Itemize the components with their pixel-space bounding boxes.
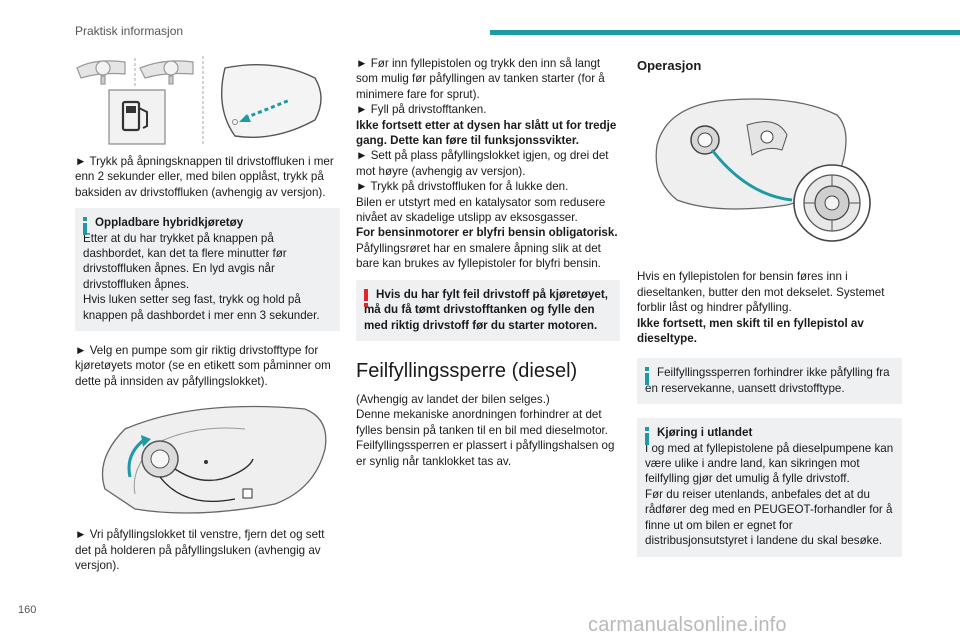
fuel-door-panel — [220, 64, 322, 138]
fuel-button-icon — [108, 89, 166, 145]
fuel-cap-illustration — [75, 399, 340, 519]
info-note-abroad: Kjøring i utlandet I og med at fyllepist… — [637, 418, 902, 557]
arrow-icon — [244, 98, 291, 120]
note-text: Etter at du har trykket på knappen på da… — [83, 231, 287, 291]
note-title: Kjøring i utlandet — [657, 426, 753, 440]
info-note-reserve: Feilfyllingssperren forhindrer ikke påfy… — [637, 358, 902, 405]
paragraph: ► Trykk på åpningsknappen til drivstoffl… — [75, 155, 334, 199]
section-title: Feilfyllingssperre (diesel) — [356, 359, 578, 382]
steering-wheel-icon — [139, 60, 194, 85]
info-note-hybrid: Oppladbare hybridkjøretøy Etter at du ha… — [75, 208, 340, 332]
fuel-door-button-illustration — [75, 48, 340, 146]
paragraph-bold: Ikke fortsett etter at dysen har slått u… — [356, 118, 617, 148]
pointer-line — [710, 149, 793, 202]
fuel-cap-diagram — [101, 406, 327, 514]
note-text: Hvis luken setter seg fast, trykk og hol… — [83, 293, 320, 322]
warning-text: Hvis du har fylt feil drivstoff på kjøre… — [364, 287, 608, 332]
info-icon — [83, 217, 87, 236]
paragraph: (Avhengig av landet der bilen selges.) — [356, 392, 550, 406]
note-text: Før du reiser utenlands, anbefales det a… — [645, 487, 893, 548]
misfuel-device-illustration — [637, 85, 902, 245]
column-1: ► Trykk på åpningsknappen til drivstoffl… — [75, 48, 340, 574]
subsection-heading: Operasjon — [637, 58, 702, 73]
header-accent-bar — [490, 30, 960, 35]
page-header-title: Praktisk informasjon — [75, 24, 184, 38]
paragraph: ► Trykk på drivstoffluken for å lukke de… — [356, 180, 569, 194]
steering-wheel-icon — [76, 60, 126, 85]
info-icon — [645, 367, 649, 386]
fuel-button-diagram — [76, 56, 322, 145]
paragraph: Feilfyllingssperren er plassert i påfyll… — [356, 439, 615, 468]
warning-icon — [364, 288, 368, 307]
watermark: carmanualsonline.info — [588, 614, 787, 636]
paragraph: Denne mekaniske anordningen forhindrer a… — [356, 408, 608, 437]
paragraph-bold: Ikke fortsett, men skift til en fyllepis… — [637, 316, 864, 346]
paragraph: ► Før inn fyllepistolen og trykk den inn… — [356, 57, 605, 101]
rotate-arrow-icon — [127, 438, 146, 478]
note-title: Oppladbare hybridkjøretøy — [95, 216, 244, 230]
paragraph: Bilen er utstyrt med en katalysator som … — [356, 195, 606, 225]
info-icon — [645, 427, 649, 446]
paragraph: ► Fyll på drivstofftanken. — [356, 103, 487, 117]
paragraph-bold: For bensinmotorer er blyfri bensin oblig… — [356, 226, 618, 240]
column-3: Operasjon Hvis en fyllepistolen for bens… — [637, 58, 902, 557]
paragraph: ► Velg en pumpe som gir riktig drivstoff… — [75, 344, 331, 388]
note-text: I og med at fyllepistolene på dieselpump… — [645, 441, 894, 486]
note-text: Feilfyllingssperren forhindrer ikke påfy… — [645, 366, 890, 395]
paragraph: Påfyllingsrøret har en smalere åpning sl… — [356, 241, 601, 271]
paragraph: Hvis en fyllepistolen for bensin føres i… — [637, 270, 885, 315]
paragraph: ► Vri påfyllingslokket til venstre, fjer… — [75, 528, 325, 573]
page-number: 160 — [18, 604, 37, 616]
column-2: ► Før inn fyllepistolen og trykk den inn… — [356, 56, 620, 469]
warning-note: Hvis du har fylt feil drivstoff på kjøre… — [356, 279, 620, 341]
paragraph: ► Sett på plass påfyllingslokket igjen, … — [356, 149, 609, 178]
misfuel-diagram — [655, 98, 871, 243]
fuel-door-outline — [101, 406, 327, 514]
